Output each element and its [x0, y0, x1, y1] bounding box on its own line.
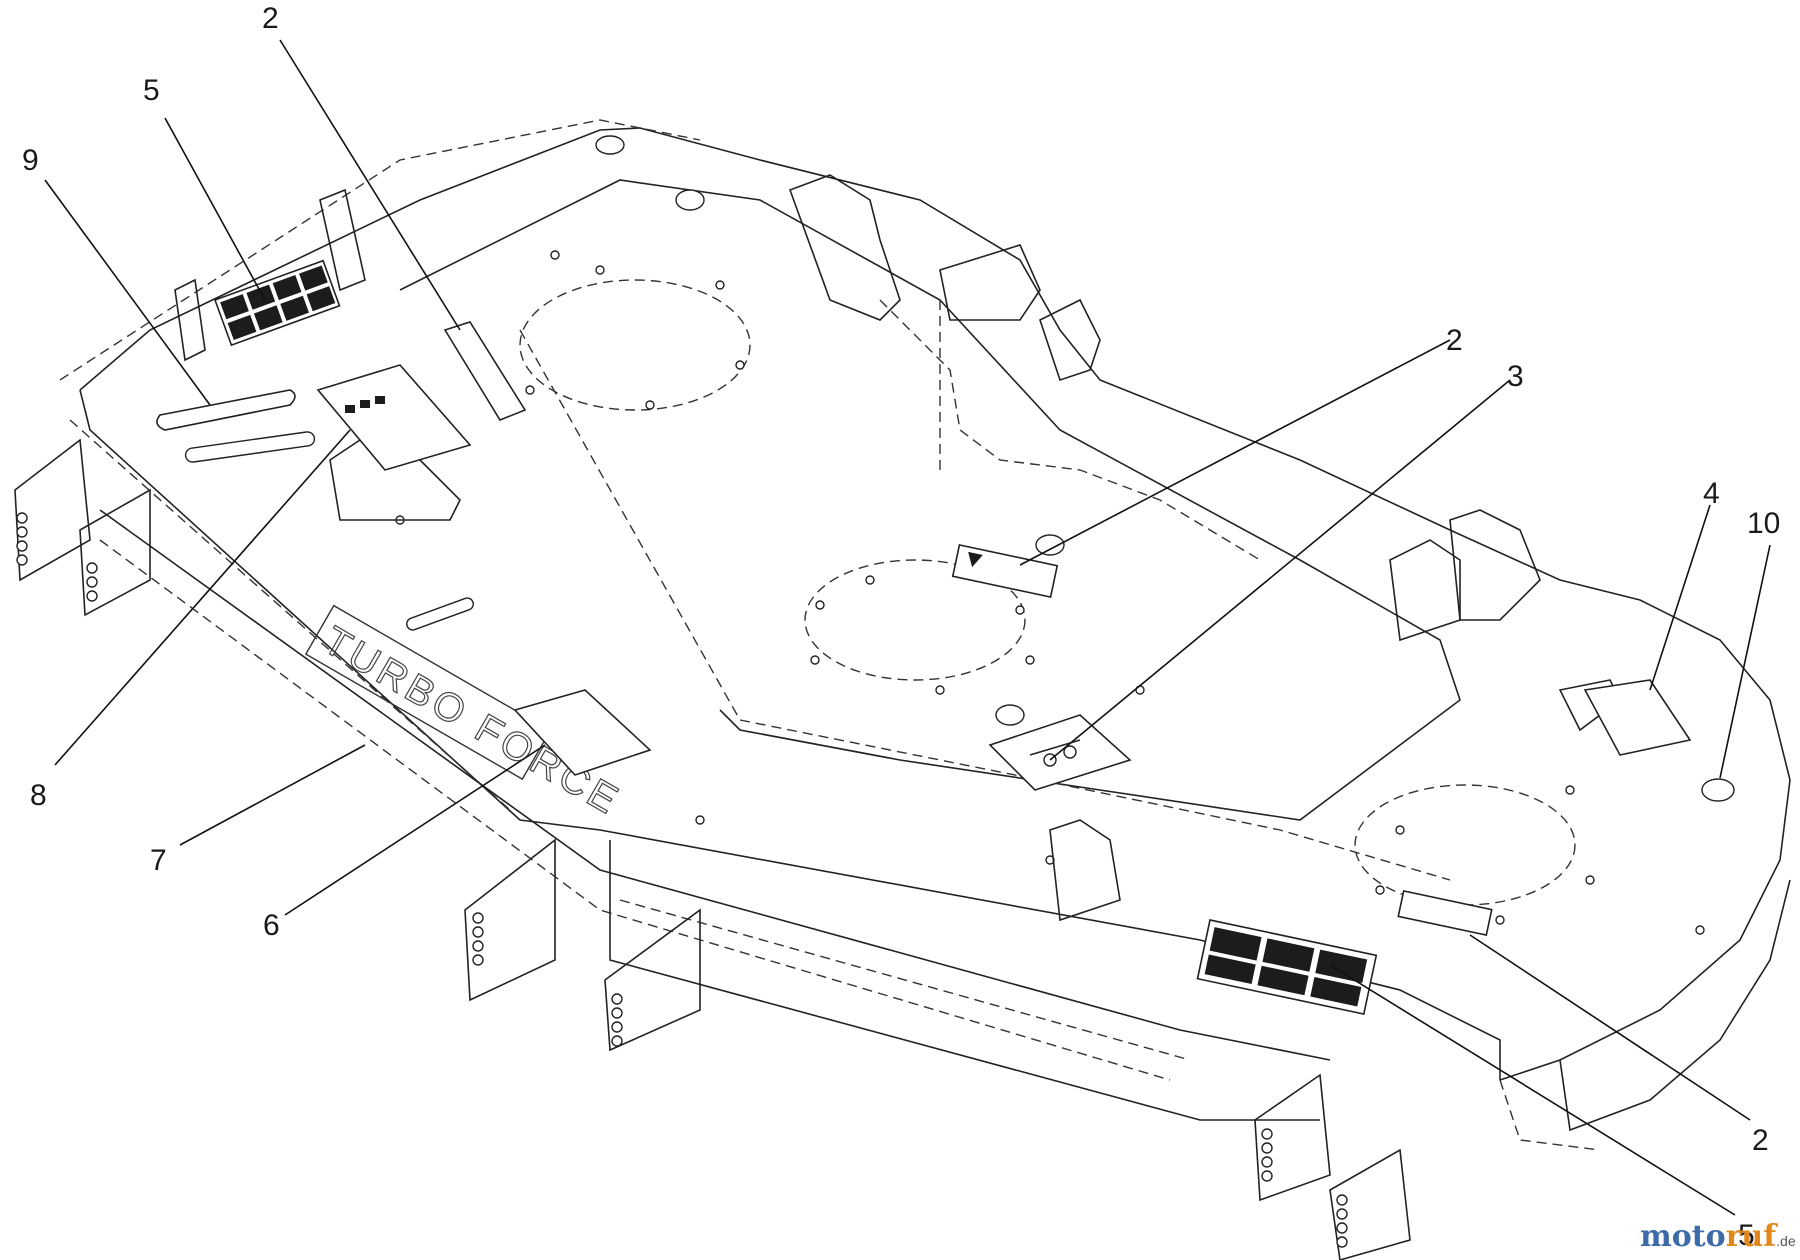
watermark-suffix: .de — [1776, 1233, 1796, 1249]
callout-6: 6 — [263, 909, 280, 942]
callout-2-mid: 2 — [1446, 324, 1463, 357]
watermark-logo: motoruf.de — [1640, 1219, 1796, 1254]
decal-5-bottom — [1196, 919, 1378, 1015]
decal-6 — [513, 689, 652, 776]
leader-lines — [44, 39, 1771, 1216]
callout-4: 4 — [1703, 477, 1720, 510]
watermark-part1: moto — [1640, 1219, 1726, 1254]
callout-labels: 2 5 9 2 3 4 10 8 7 6 2 5 — [22, 2, 1780, 1252]
callout-5-top: 5 — [143, 74, 160, 107]
decal-8 — [316, 364, 472, 471]
decal-5-top — [213, 259, 341, 347]
callout-5-bottom: 5 — [1738, 1219, 1755, 1252]
front-hitch-plates — [14, 438, 1411, 1260]
callout-3: 3 — [1507, 360, 1524, 393]
callout-2-top: 2 — [262, 2, 279, 35]
callout-9: 9 — [22, 144, 39, 177]
callout-8: 8 — [30, 779, 47, 812]
decal-4 — [1583, 679, 1692, 756]
callout-2-bottom: 2 — [1752, 1124, 1769, 1157]
decal-9 — [156, 389, 296, 431]
watermark-part2: ruf — [1726, 1219, 1779, 1254]
callout-7: 7 — [150, 844, 167, 877]
decal-2-mid — [951, 544, 1059, 598]
decal-2-bottom — [1397, 889, 1493, 937]
decal-2-top — [443, 321, 527, 421]
callout-10: 10 — [1747, 507, 1780, 540]
decal-10 — [1701, 778, 1735, 802]
svg-text:motoruf.de: motoruf.de — [1640, 1219, 1796, 1254]
decals — [156, 259, 1735, 1015]
